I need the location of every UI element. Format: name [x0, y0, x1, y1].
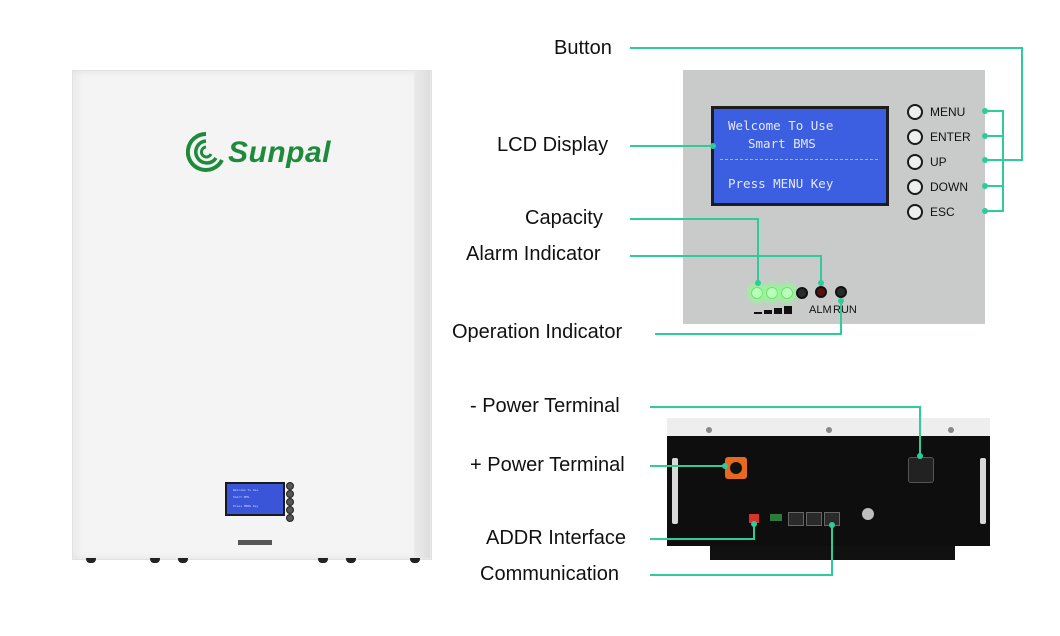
neg-terminal-callout-line: [650, 406, 921, 456]
comm-port-2[interactable]: [806, 512, 822, 526]
lcd-display: Welcome To Use Smart BMS Press MENU Key: [711, 106, 889, 206]
screw: [706, 427, 712, 433]
rear-panel: [667, 436, 990, 546]
button-bracket: [985, 110, 1004, 212]
alarm-indicator-callout-label: Alarm Indicator: [466, 243, 601, 265]
callout-dot: [982, 133, 988, 139]
screw: [826, 427, 832, 433]
mini-lcd-line3: Press MENU Key: [233, 504, 259, 508]
battery-foot: [178, 558, 188, 563]
capacity-bar-3: [774, 308, 782, 314]
mini-indicator-strip: [238, 540, 272, 545]
dry-contact-port[interactable]: [770, 514, 782, 521]
up-button-label: UP: [930, 155, 947, 169]
neg-power-terminal-callout-label: - Power Terminal: [470, 395, 620, 417]
screw: [948, 427, 954, 433]
run-led: [835, 286, 847, 298]
callout-dot: [818, 280, 824, 286]
capacity-bar-1: [754, 312, 762, 314]
callout-dot: [829, 522, 835, 528]
callout-dot: [982, 208, 988, 214]
down-button-label: DOWN: [930, 180, 968, 194]
callout-dot: [982, 157, 988, 163]
capacity-led-3: [781, 287, 793, 299]
callout-dot: [917, 453, 923, 459]
positive-terminal-socket: [730, 462, 742, 474]
comm-port-1[interactable]: [788, 512, 804, 526]
esc-button-label: ESC: [930, 205, 955, 219]
mini-enter-button: [286, 490, 294, 498]
button-callout-label: Button: [554, 37, 612, 59]
capacity-callout-label: Capacity: [525, 207, 603, 229]
menu-button-label: MENU: [930, 105, 966, 119]
lcd-display-callout-label: LCD Display: [497, 134, 609, 156]
up-button[interactable]: [907, 154, 923, 170]
callout-dot: [982, 183, 988, 189]
alm-label: ALM: [809, 304, 832, 316]
negative-terminal[interactable]: [908, 457, 934, 483]
enter-button[interactable]: [907, 129, 923, 145]
mini-down-button: [286, 506, 294, 514]
capacity-led-1: [751, 287, 763, 299]
lcd-line1: Welcome To Use: [728, 118, 834, 133]
brand-logo: Sunpal: [186, 128, 346, 178]
pos-power-terminal-callout-label: + Power Terminal: [470, 454, 625, 476]
right-handle: [980, 458, 986, 524]
battery-side-edge: [414, 70, 430, 558]
callout-dot: [838, 298, 844, 304]
run-label: RUN: [833, 304, 857, 316]
left-handle: [672, 458, 678, 524]
alarm-led: [815, 286, 827, 298]
addr-interface-switch[interactable]: [749, 514, 759, 523]
operation-callout-line: [655, 301, 842, 335]
mini-up-button: [286, 498, 294, 506]
battery-foot: [346, 558, 356, 563]
callout-dot: [755, 280, 761, 286]
mini-lcd-display: Welcome To Use Smart BMS Press MENU Key: [225, 482, 285, 516]
capacity-led-4: [796, 287, 808, 299]
operation-indicator-callout-label: Operation Indicator: [452, 321, 623, 343]
button-callout-line: [630, 47, 1023, 161]
battery-foot: [318, 558, 328, 563]
battery-foot: [86, 558, 96, 563]
mini-menu-button: [286, 482, 294, 490]
communication-callout-label: Communication: [480, 563, 619, 585]
callout-dot: [751, 521, 757, 527]
addr-interface-callout-label: ADDR Interface: [486, 527, 627, 549]
battery-foot: [410, 558, 420, 563]
mini-lcd-line2: Smart BMS: [233, 495, 250, 499]
down-button[interactable]: [907, 179, 923, 195]
callout-dot: [722, 463, 728, 469]
menu-button[interactable]: [907, 104, 923, 120]
mini-esc-button: [286, 514, 294, 522]
capacity-bar-2: [764, 310, 772, 314]
mini-lcd-line1: Welcome To Use: [233, 488, 259, 492]
capacity-led-2: [766, 287, 778, 299]
sunpal-logo-icon: [186, 131, 224, 172]
comm-callout-line: [650, 525, 833, 576]
callout-dot: [710, 143, 716, 149]
addr-callout-line: [650, 524, 755, 540]
enter-button-label: ENTER: [930, 130, 971, 144]
esc-button[interactable]: [907, 204, 923, 220]
positive-terminal[interactable]: [725, 457, 747, 479]
capacity-callout-line: [630, 218, 759, 283]
lcd-line2: Smart BMS: [748, 136, 816, 151]
alarm-callout-line: [630, 255, 822, 283]
lcd-divider: [720, 159, 878, 160]
brand-name: Sunpal: [228, 136, 332, 169]
callout-dot: [982, 108, 988, 114]
battery-unit: [72, 70, 432, 560]
lcd-line3: Press MENU Key: [728, 176, 834, 191]
ground-stud: [862, 508, 874, 520]
battery-foot: [150, 558, 160, 563]
capacity-bar-4: [784, 306, 792, 314]
